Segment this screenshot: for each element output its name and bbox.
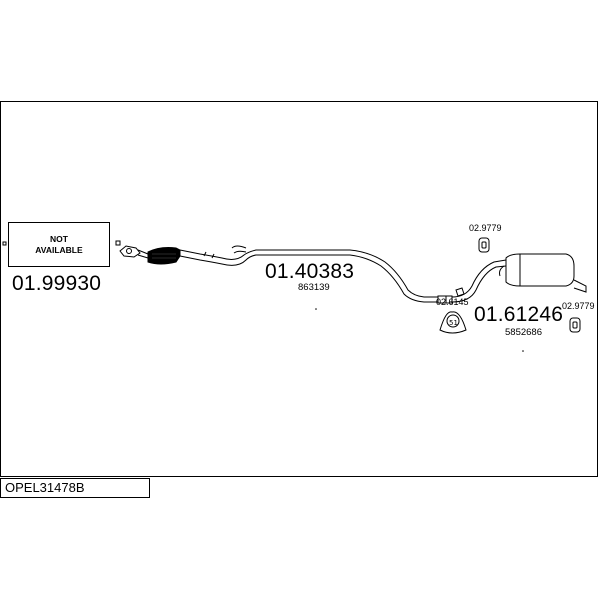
clamp-mount [439, 311, 467, 334]
rubber-mount-a [478, 237, 490, 253]
part-number-rubber-mount-a: 02.9779 [469, 223, 502, 233]
reference-dot-1 [315, 308, 317, 310]
middle-pipe-hanger [231, 245, 247, 254]
part-number-middle-section: 01.40383 [265, 260, 355, 283]
clamp-mount-marking: 51 [449, 319, 458, 327]
not-available-line-1: NOT [50, 234, 68, 244]
catalog-code-box: OPEL31478B [0, 478, 150, 498]
converter-ribs [152, 253, 176, 259]
not-available-line-2: AVAILABLE [35, 245, 83, 255]
clamp-mount-ring [446, 314, 460, 328]
middle-pipe-lower [179, 254, 438, 303]
catalog-code: OPEL31478B [5, 480, 85, 495]
oe-number-rear-silencer: 5852686 [505, 327, 542, 338]
flange-bolt-hole [126, 248, 132, 254]
silencer-hanger [499, 265, 505, 277]
rear-pipe-bracket [455, 287, 465, 297]
tailpipe [573, 279, 587, 293]
pipe-bracket [203, 251, 215, 259]
middle-pipe-upper [179, 249, 438, 298]
part-number-clamp-mount: 02.6145 [436, 297, 469, 307]
rubber-mount-b-hole [572, 321, 578, 329]
oe-number-middle-section: 863139 [298, 282, 330, 293]
front-pipe-segment [137, 249, 149, 259]
joint-sleeve-2 [446, 295, 453, 304]
marker-square-2 [115, 240, 121, 246]
rubber-mount-b [569, 317, 581, 333]
part-number-rear-silencer: 01.61246 [474, 303, 564, 326]
part-number-rubber-mount-b: 02.9779 [562, 301, 595, 311]
part-number-front-pipe: 01.99930 [12, 272, 102, 295]
rear-pipe-upper [451, 259, 507, 298]
reference-dot-2 [522, 350, 524, 352]
marker-square [2, 241, 7, 246]
rear-pipe-lower [451, 265, 507, 303]
front-flange [119, 245, 141, 258]
diagram-frame [0, 101, 598, 477]
rear-silencer-body [505, 253, 575, 287]
not-available-box: NOT AVAILABLE [8, 222, 110, 267]
rubber-mount-a-hole [481, 241, 487, 249]
catalytic-converter [147, 247, 181, 265]
